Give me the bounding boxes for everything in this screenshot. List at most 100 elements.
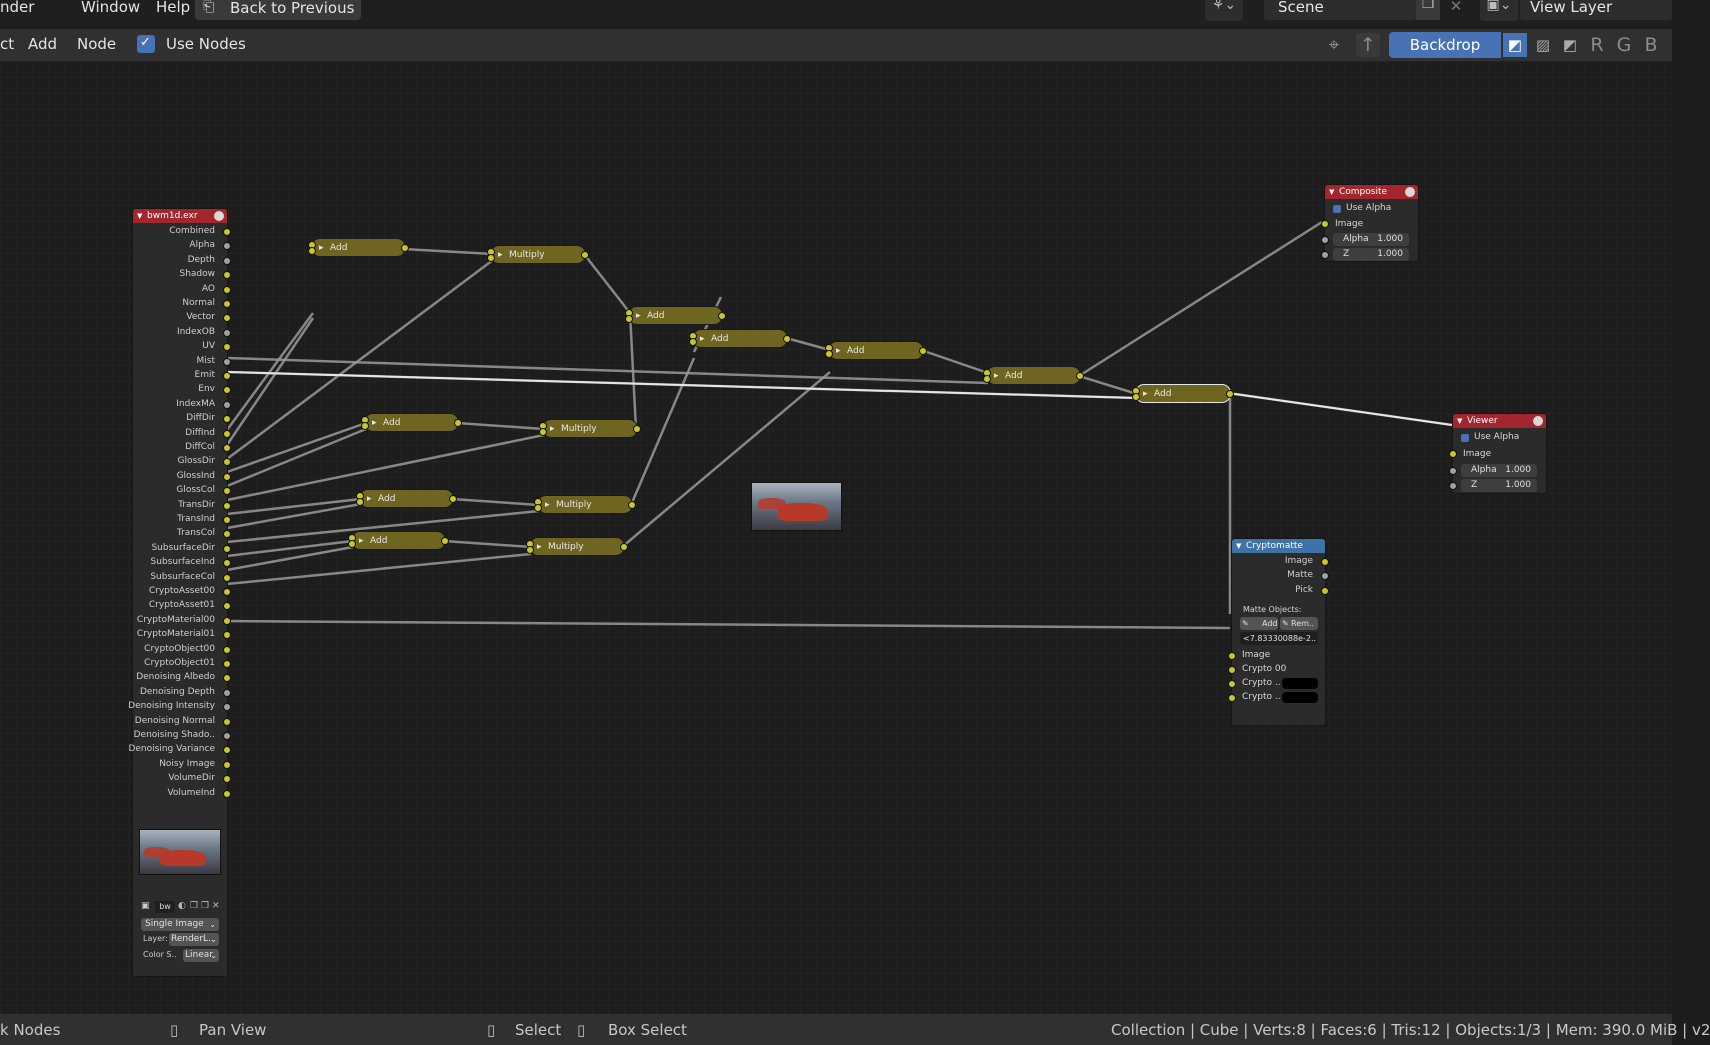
preview-toggle-icon[interactable] (214, 211, 224, 221)
viewer-alpha-field[interactable]: Alpha 1.000 (1461, 464, 1537, 477)
pin-icon[interactable]: ⌖ (1328, 34, 1340, 56)
image-node-header[interactable]: ▼ bwm1d.exr (133, 209, 227, 223)
math-node-socket[interactable] (1076, 372, 1084, 380)
math-node-socket[interactable] (919, 347, 927, 355)
back-to-previous-button[interactable]: ⎗ Back to Previous (195, 0, 361, 20)
math-node-socket[interactable] (487, 254, 495, 262)
image-output-socket[interactable] (223, 285, 231, 294)
source-dropdown[interactable]: Single Image ⌄ (141, 918, 219, 931)
add-node-9[interactable]: Add▸ (348, 531, 449, 550)
channel-r[interactable]: R (1590, 34, 1604, 56)
image-output-socket[interactable] (223, 674, 231, 683)
image-output-socket[interactable] (223, 544, 231, 553)
image-output-socket[interactable] (223, 516, 231, 524)
menu-add[interactable]: Add (28, 35, 58, 53)
math-node-socket[interactable] (361, 422, 369, 430)
preview-toggle-icon[interactable] (1405, 187, 1415, 197)
expand-arrow-icon[interactable]: ▸ (545, 500, 550, 510)
crypto-input-02-color[interactable] (1282, 692, 1318, 703)
image-datablock-row[interactable]: ▣ bw ◐ ❐ ❐ ✕ (141, 901, 221, 914)
expand-arrow-icon[interactable]: ▸ (537, 542, 542, 552)
scene-field[interactable]: Scene (1264, 0, 1416, 20)
image-output-socket[interactable] (223, 631, 231, 640)
expand-arrow-icon[interactable]: ▸ (994, 371, 999, 381)
image-output-socket[interactable] (223, 386, 231, 395)
copy-icon[interactable]: ❐ (190, 901, 199, 911)
add-node-8[interactable]: Add▸ (356, 489, 457, 508)
add-node-6[interactable]: Add▸ (1132, 384, 1234, 403)
multiply-node-1[interactable]: Multiply▸ (487, 245, 589, 264)
image-output-socket[interactable] (223, 458, 231, 467)
add-node-7[interactable]: Add▸ (361, 413, 462, 432)
image-output-socket[interactable] (223, 400, 231, 409)
image-output-socket[interactable] (223, 372, 231, 380)
math-node-socket[interactable] (825, 350, 833, 358)
image-output-socket[interactable] (223, 746, 231, 755)
fake-user-icon[interactable]: ◐ (178, 901, 186, 911)
image-output-socket[interactable] (223, 444, 231, 452)
channel-g[interactable]: G (1616, 34, 1632, 56)
expand-arrow-icon[interactable]: ▸ (498, 250, 503, 260)
math-node-socket[interactable] (449, 495, 457, 503)
image-output-socket[interactable] (223, 328, 231, 337)
add-node-5[interactable]: Add▸ (983, 366, 1084, 385)
matte-objects-field[interactable]: <7.83330088e-2.. (1240, 632, 1318, 645)
add-node-4[interactable]: Add▸ (825, 341, 927, 360)
viewer-use-alpha-checkbox[interactable] (1461, 434, 1469, 442)
image-output-socket[interactable] (223, 717, 231, 726)
math-node-socket[interactable] (454, 419, 462, 427)
backdrop-icon[interactable]: ◩ (1503, 33, 1527, 57)
math-node-socket[interactable] (620, 543, 628, 551)
expand-arrow-icon[interactable]: ▸ (700, 334, 705, 344)
image-output-socket[interactable] (223, 271, 231, 280)
composite-use-alpha-checkbox[interactable] (1333, 205, 1341, 213)
viewer-image-socket[interactable] (1449, 450, 1457, 458)
image-output-socket[interactable] (223, 789, 231, 798)
math-node-socket[interactable] (539, 428, 547, 436)
multiply-node-3[interactable]: Multiply▸ (534, 495, 636, 514)
crypto-add-button[interactable]: ✎ Add (1240, 617, 1278, 630)
preview-toggle-icon[interactable] (1533, 416, 1543, 426)
image-output-socket[interactable] (223, 256, 231, 265)
math-node-socket[interactable] (628, 501, 636, 509)
image-output-socket[interactable] (223, 472, 231, 481)
color-display-icon[interactable]: ◩ (1562, 36, 1578, 54)
menu-window[interactable]: Window (81, 0, 141, 16)
math-node-socket[interactable] (401, 244, 409, 252)
math-node-socket[interactable] (718, 312, 726, 320)
image-output-socket[interactable] (223, 660, 231, 668)
math-node-socket[interactable] (625, 315, 633, 323)
crypto-input-02-socket[interactable] (1228, 694, 1236, 702)
close-icon[interactable]: ✕ (212, 901, 220, 911)
backdrop-button[interactable]: Backdrop (1389, 32, 1501, 58)
composite-image-socket[interactable] (1321, 220, 1329, 228)
math-node-socket[interactable] (983, 375, 991, 383)
image-output-socket[interactable] (223, 357, 231, 366)
view-layer-icon[interactable]: ▣⌄ (1480, 0, 1518, 21)
multiply-node-4[interactable]: Multiply▸ (526, 537, 628, 556)
viewer-z-field[interactable]: Z 1.000 (1461, 479, 1537, 492)
image-output-socket[interactable] (223, 732, 231, 740)
math-node-socket[interactable] (308, 247, 316, 255)
image-output-socket[interactable] (223, 688, 231, 697)
crypto-input-01-color[interactable] (1282, 678, 1318, 689)
collapse-icon[interactable]: ▼ (137, 212, 143, 220)
image-output-socket[interactable] (223, 559, 231, 568)
image-output-socket[interactable] (223, 501, 231, 510)
image-output-socket[interactable] (223, 242, 231, 251)
alpha-display-icon[interactable]: ▨ (1535, 36, 1551, 54)
collapse-icon[interactable]: ▼ (1457, 417, 1463, 425)
expand-arrow-icon[interactable]: ▸ (550, 424, 555, 434)
image-output-socket[interactable] (223, 429, 231, 438)
composite-alpha-field[interactable]: Alpha 1.000 (1333, 233, 1409, 246)
menu-select[interactable]: ct (0, 35, 15, 53)
menu-render[interactable]: nder (0, 0, 35, 16)
menu-node[interactable]: Node (77, 35, 117, 53)
viewer-alpha-socket[interactable] (1449, 467, 1457, 475)
expand-arrow-icon[interactable]: ▸ (359, 536, 364, 546)
open-folder-icon[interactable]: ❐ (201, 901, 210, 911)
image-output-socket[interactable] (223, 588, 231, 596)
layer-dropdown[interactable]: RenderL.. ⌄ (169, 933, 219, 946)
image-output-socket[interactable] (223, 228, 231, 236)
